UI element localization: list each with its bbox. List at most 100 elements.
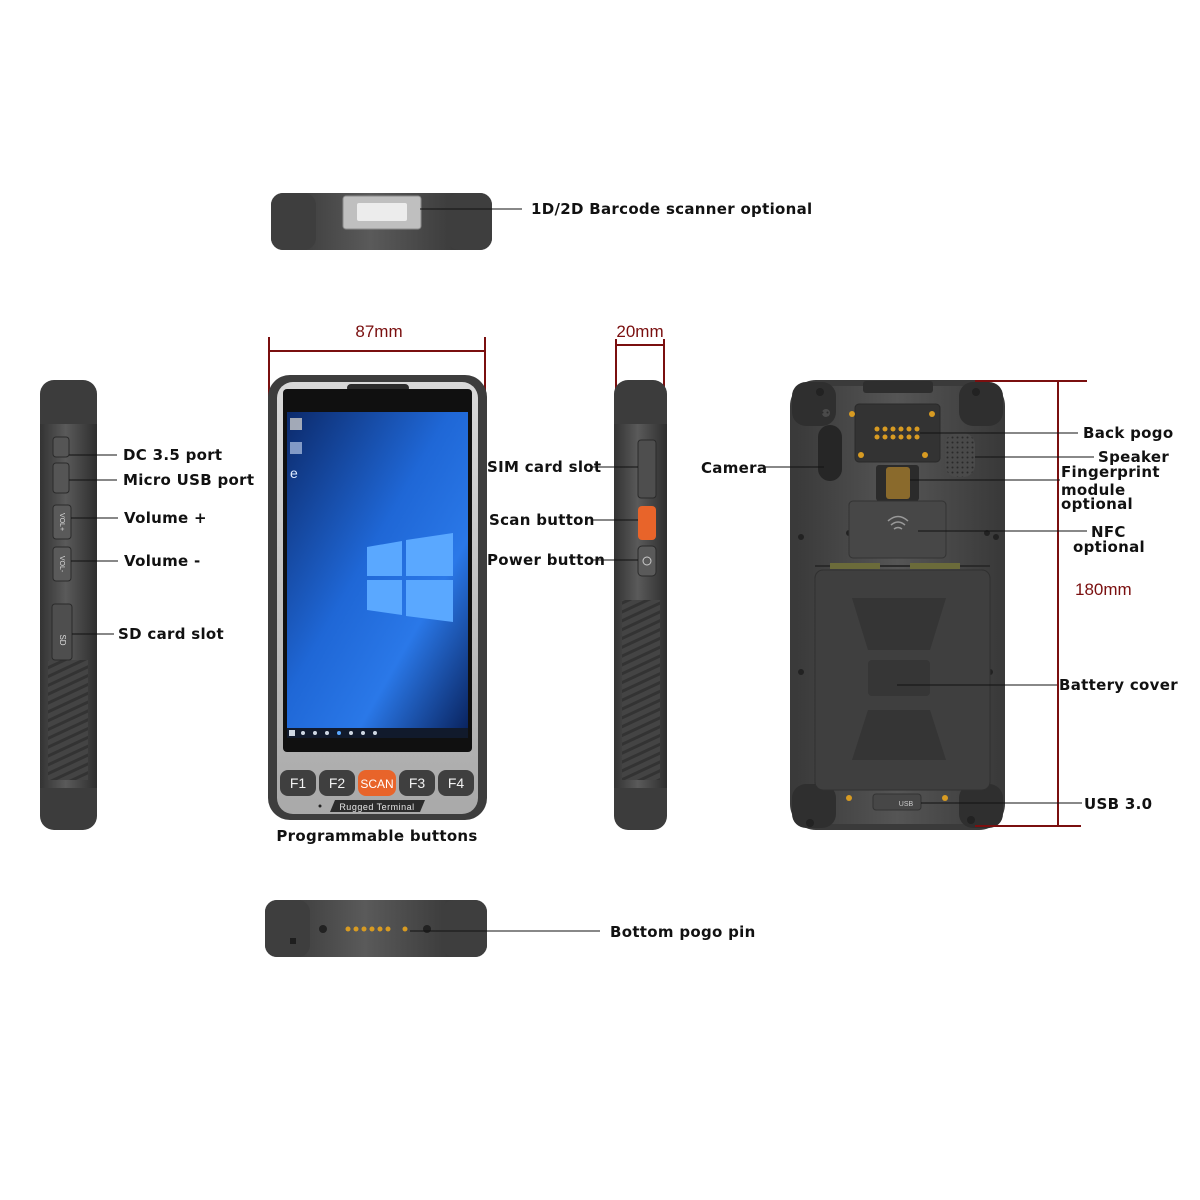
front-view: 87mm e F1 F2 SCAN F3 bbox=[268, 322, 487, 845]
lanyard-hole bbox=[290, 938, 296, 944]
search-icon bbox=[301, 731, 305, 735]
left-side-view: VOL+ VOL- SD DC 3.5 port Micro USB port … bbox=[40, 380, 254, 830]
usb-icon: USB bbox=[899, 801, 914, 808]
brand-plate bbox=[330, 800, 425, 812]
sd-mark: SD bbox=[58, 634, 67, 645]
label-sd-card: SD card slot bbox=[118, 625, 224, 643]
screw bbox=[798, 669, 804, 675]
label-volume-down: Volume - bbox=[124, 552, 201, 570]
battery-cover-center bbox=[868, 660, 930, 696]
label-speaker: Speaker bbox=[1098, 448, 1169, 466]
taskbar-edge-icon bbox=[337, 731, 341, 735]
barcode-scanner-lens bbox=[357, 203, 407, 221]
bottom-screw-right bbox=[423, 925, 431, 933]
pogo-pin bbox=[929, 411, 935, 417]
camera-lens bbox=[818, 425, 842, 481]
key-scan-label: SCAN bbox=[360, 777, 393, 791]
top-view-bumper-left bbox=[271, 193, 316, 250]
dim-height-label: 180mm bbox=[1075, 580, 1132, 599]
label-dc-port: DC 3.5 port bbox=[123, 446, 222, 464]
label-camera: Camera bbox=[701, 459, 767, 477]
bottom-screw-left bbox=[319, 925, 327, 933]
bottom-view: Bottom pogo pin bbox=[265, 900, 756, 957]
edge-browser-icon: e bbox=[290, 465, 298, 481]
screw-gold bbox=[846, 795, 852, 801]
label-battery-cover: Battery cover bbox=[1059, 676, 1178, 694]
label-volume-up: Volume + bbox=[124, 509, 207, 527]
bumper-bottom-right bbox=[959, 784, 1003, 828]
label-programmable-buttons: Programmable buttons bbox=[276, 827, 477, 845]
key-f2[interactable] bbox=[319, 770, 355, 796]
vol-up-mark: VOL+ bbox=[58, 513, 65, 531]
nfc-area bbox=[848, 500, 947, 559]
pogo-pin bbox=[922, 452, 928, 458]
key-f3[interactable] bbox=[399, 770, 435, 796]
bumper-top-left bbox=[792, 382, 836, 426]
taskbar bbox=[287, 728, 468, 738]
usb-port-cover bbox=[872, 793, 922, 811]
recycle-bin-icon bbox=[290, 418, 302, 430]
label-nfc-l1: NFC bbox=[1091, 523, 1126, 541]
left-side-grip bbox=[48, 660, 88, 780]
microphone-hole bbox=[318, 804, 322, 808]
screw-gold bbox=[942, 795, 948, 801]
top-scanner-bump bbox=[863, 381, 933, 393]
right-side-grip bbox=[622, 600, 660, 780]
power-icon bbox=[642, 556, 652, 566]
key-f1[interactable] bbox=[280, 770, 316, 796]
bottom-view-body bbox=[265, 900, 487, 957]
speaker-grille bbox=[945, 433, 975, 477]
label-barcode-scanner: 1D/2D Barcode scanner optional bbox=[531, 200, 812, 218]
label-micro-usb: Micro USB port bbox=[123, 471, 254, 489]
label-power-button: Power button bbox=[487, 551, 605, 569]
key-f4[interactable] bbox=[438, 770, 474, 796]
fingerprint-icon bbox=[886, 467, 910, 499]
top-view-bumper-right bbox=[447, 193, 492, 250]
pogo-pin bbox=[849, 411, 855, 417]
brand-label: Rugged Terminal bbox=[339, 802, 414, 812]
label-fingerprint-l1: Fingerprint bbox=[1061, 463, 1160, 481]
bumper-top-right bbox=[959, 382, 1003, 426]
key-f2-label: F2 bbox=[329, 775, 346, 791]
bumper-bottom-left bbox=[792, 784, 836, 828]
back-pogo-pins bbox=[874, 426, 920, 440]
label-nfc-l2: optional bbox=[1073, 538, 1145, 556]
battery-cover-rib-top bbox=[852, 598, 946, 650]
taskbar-app-icon bbox=[325, 731, 329, 735]
taskbar-explorer-icon bbox=[349, 731, 353, 735]
back-view: USB 180mm Camera Back pogo Speaker Finge… bbox=[701, 380, 1178, 830]
battery-cover-rib-bottom bbox=[852, 710, 946, 760]
vol-down-mark: VOL- bbox=[58, 556, 65, 573]
desktop-file-icon bbox=[290, 442, 302, 454]
screw bbox=[816, 388, 824, 396]
nfc-icon bbox=[887, 515, 909, 530]
right-side-view: 20mm SIM card slot Scan button Power but… bbox=[487, 322, 667, 830]
key-f3-label: F3 bbox=[409, 775, 426, 791]
power-key[interactable] bbox=[637, 545, 657, 577]
label-scan-button: Scan button bbox=[489, 511, 595, 529]
bottom-view-bumper-left bbox=[265, 900, 310, 957]
dc-port-cover bbox=[52, 436, 70, 458]
taskbar-store-icon bbox=[361, 731, 365, 735]
flash-led bbox=[822, 409, 830, 417]
screw bbox=[806, 819, 814, 827]
sim-card-cover bbox=[637, 439, 657, 499]
volume-up-key bbox=[52, 504, 72, 540]
screw bbox=[972, 388, 980, 396]
key-scan[interactable] bbox=[358, 770, 396, 796]
taskbar-mail-icon bbox=[373, 731, 377, 735]
screw bbox=[993, 534, 999, 540]
key-f1-label: F1 bbox=[290, 775, 307, 791]
task-view-icon bbox=[313, 731, 317, 735]
dim-width-label: 87mm bbox=[355, 322, 402, 341]
bottom-view-bumper-right bbox=[442, 900, 487, 957]
dim-depth-label: 20mm bbox=[616, 322, 663, 341]
micro-usb-cover bbox=[52, 462, 70, 494]
side-scan-key[interactable] bbox=[638, 506, 656, 540]
key-f4-label: F4 bbox=[448, 775, 465, 791]
label-fingerprint-l2: module bbox=[1061, 481, 1125, 499]
label-back-pogo: Back pogo bbox=[1083, 424, 1173, 442]
sd-card-cover bbox=[51, 603, 73, 661]
label-bottom-pogo: Bottom pogo pin bbox=[610, 923, 756, 941]
